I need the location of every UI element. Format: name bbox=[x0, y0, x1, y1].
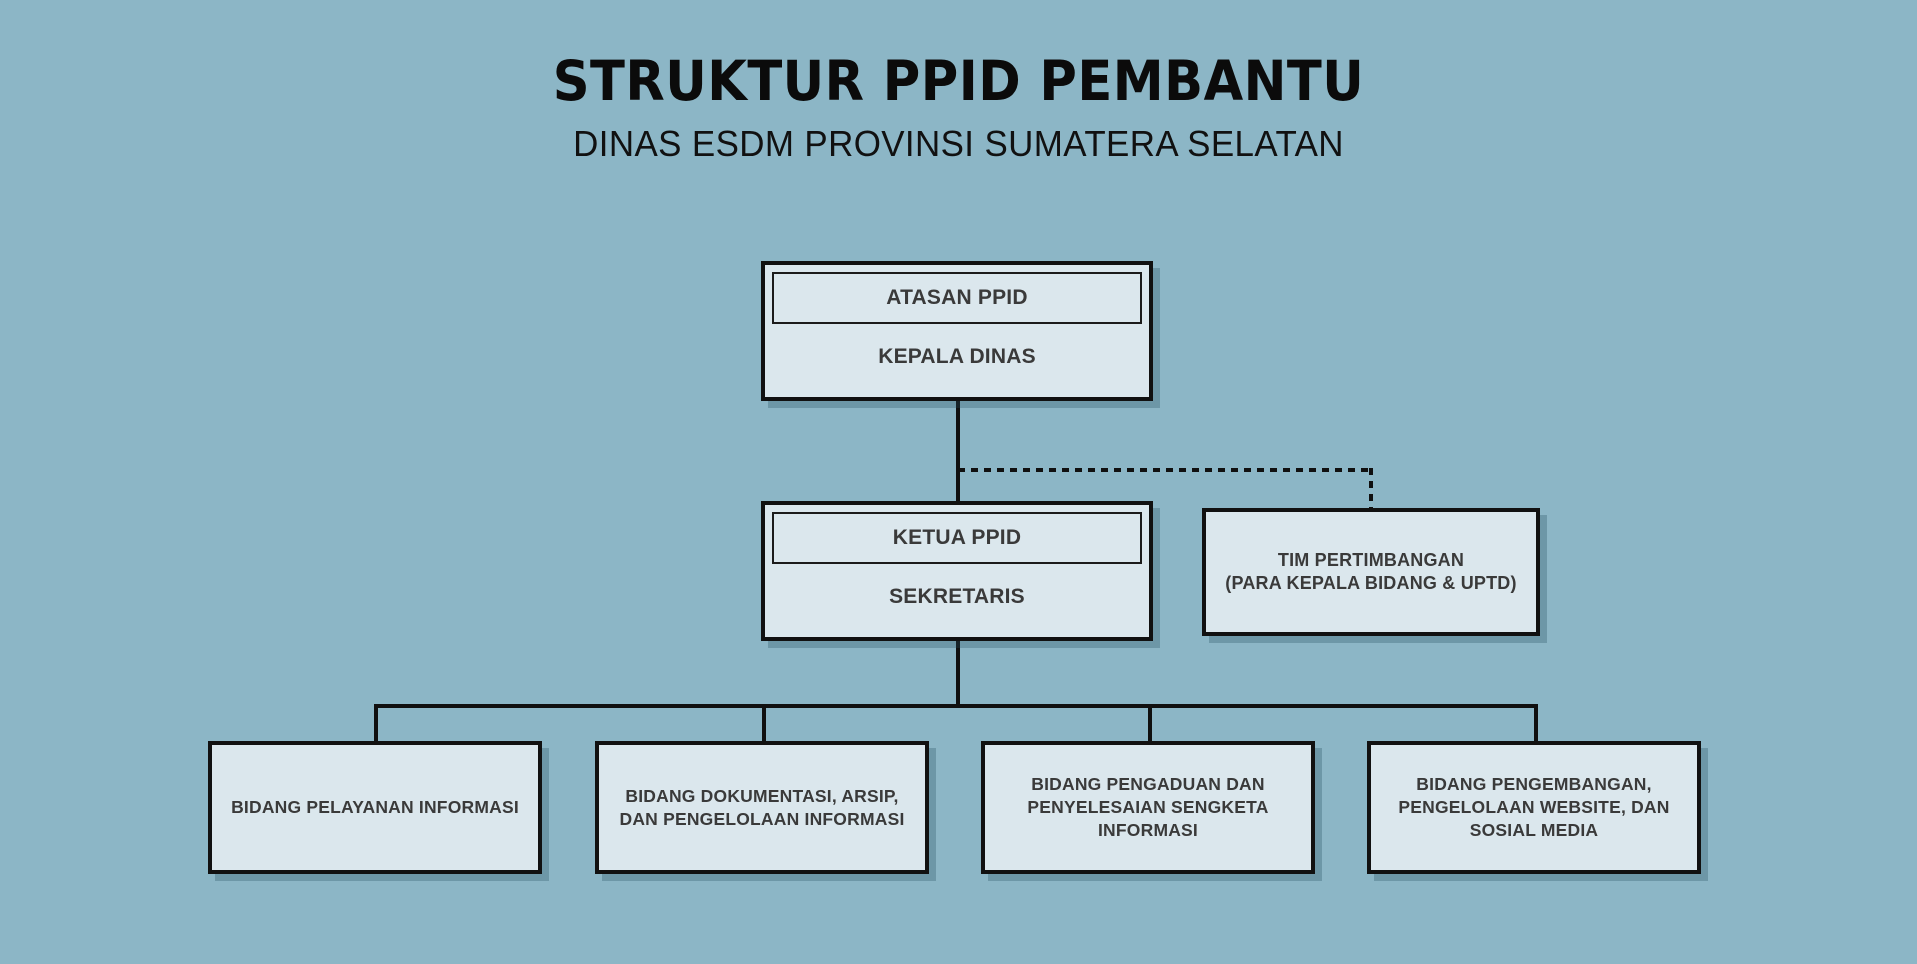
node-bidang-dokumentasi-arsip[interactable]: BIDANG DOKUMENTASI, ARSIP, DAN PENGELOLA… bbox=[595, 741, 929, 874]
connector-atasan-to-ketua bbox=[956, 330, 960, 505]
connector-dotted-to-tim-horizontal bbox=[958, 468, 1373, 472]
node-bidang-pengembangan-website-label: BIDANG PENGEMBANGAN, PENGELOLAAN WEBSITE… bbox=[1398, 774, 1670, 840]
connector-ketua-trunk bbox=[956, 636, 960, 706]
node-atasan-ppid-subtitle: KEPALA DINAS bbox=[878, 345, 1036, 369]
node-bidang-pengaduan-sengketa-label: BIDANG PENGADUAN DAN PENYELESAIAN SENGKE… bbox=[1027, 774, 1269, 840]
node-bidang-pelayanan-informasi[interactable]: BIDANG PELAYANAN INFORMASI bbox=[208, 741, 542, 874]
node-ketua-ppid-title-frame: KETUA PPID bbox=[772, 512, 1142, 564]
node-atasan-ppid[interactable]: ATASAN PPID KEPALA DINAS bbox=[761, 261, 1153, 401]
node-tim-pertimbangan[interactable]: TIM PERTIMBANGAN (PARA KEPALA BIDANG & U… bbox=[1202, 508, 1540, 636]
connector-drop-bidang-4 bbox=[1534, 704, 1538, 741]
page-subtitle: DINAS ESDM PROVINSI SUMATERA SELATAN bbox=[573, 123, 1344, 165]
node-ketua-ppid-subtitle-area: SEKRETARIS bbox=[772, 564, 1142, 630]
node-ketua-ppid-subtitle: SEKRETARIS bbox=[889, 585, 1025, 609]
node-atasan-ppid-subtitle-area: KEPALA DINAS bbox=[772, 324, 1142, 390]
node-tim-pertimbangan-label: TIM PERTIMBANGAN (PARA KEPALA BIDANG & U… bbox=[1225, 549, 1517, 593]
connector-drop-bidang-1 bbox=[374, 704, 378, 741]
node-bidang-pengembangan-website[interactable]: BIDANG PENGEMBANGAN, PENGELOLAAN WEBSITE… bbox=[1367, 741, 1701, 874]
chart-header: STRUKTUR PPID PEMBANTU DINAS ESDM PROVIN… bbox=[0, 49, 1917, 165]
connector-distribution-bar bbox=[374, 704, 1538, 708]
page-title: STRUKTUR PPID PEMBANTU bbox=[552, 49, 1365, 113]
node-atasan-ppid-title-frame: ATASAN PPID bbox=[772, 272, 1142, 324]
node-bidang-pelayanan-informasi-label: BIDANG PELAYANAN INFORMASI bbox=[231, 797, 519, 818]
connector-dotted-to-tim-vertical bbox=[1369, 468, 1373, 509]
node-bidang-dokumentasi-arsip-label: BIDANG DOKUMENTASI, ARSIP, DAN PENGELOLA… bbox=[619, 785, 905, 829]
connector-drop-bidang-2 bbox=[762, 704, 766, 741]
node-ketua-ppid[interactable]: KETUA PPID SEKRETARIS bbox=[761, 501, 1153, 641]
node-atasan-ppid-title: ATASAN PPID bbox=[886, 286, 1028, 310]
node-bidang-pengaduan-sengketa[interactable]: BIDANG PENGADUAN DAN PENYELESAIAN SENGKE… bbox=[981, 741, 1315, 874]
node-ketua-ppid-title: KETUA PPID bbox=[892, 526, 1022, 550]
connector-drop-bidang-3 bbox=[1148, 704, 1152, 741]
